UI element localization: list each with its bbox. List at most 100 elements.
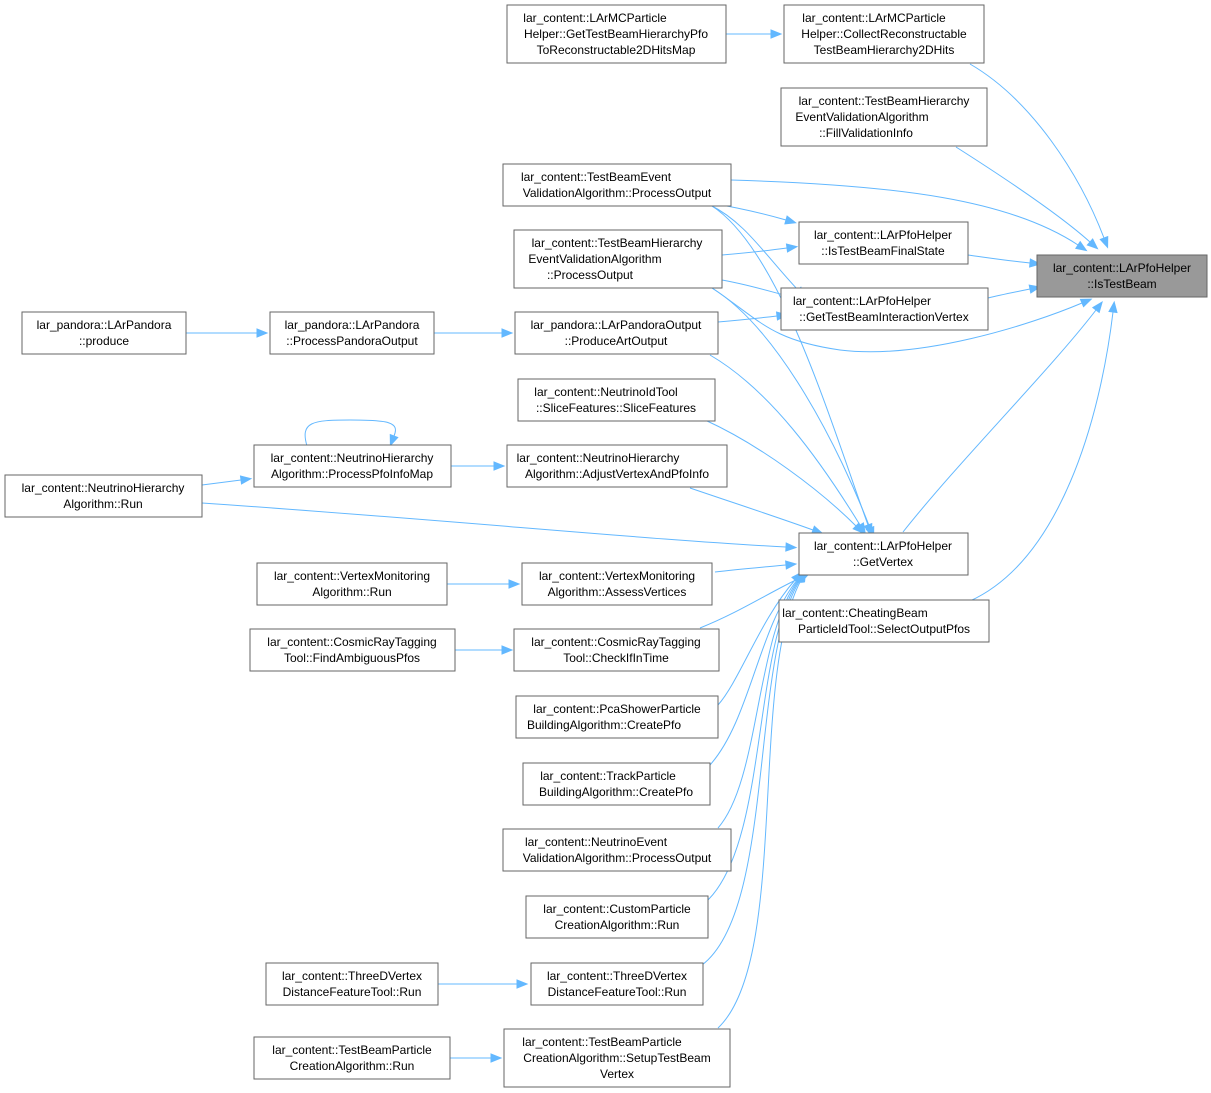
node-collect-reconstructable[interactable]: lar_content::LArMCParticle Helper::Colle…: [783, 4, 985, 64]
edge-adjust-to-getvertex: [689, 487, 824, 535]
arrowhead-icon: [1079, 298, 1093, 308]
arrowhead-icon: [852, 522, 865, 534]
node-label: Algorithm::AdjustVertexAndPfoInfo: [525, 467, 709, 481]
edge-3dvrun-left-to-3dvrun: [438, 979, 529, 989]
node-label: BuildingAlgorithm::CreatePfo: [539, 785, 693, 799]
node-nh-adjust-vertex[interactable]: lar_content::NeutrinoHierarchy Algorithm…: [506, 444, 728, 488]
node-label: Helper::GetTestBeamHierarchyPfo: [524, 27, 708, 41]
node-tb-particle-setup-vertex[interactable]: lar_content::TestBeamParticle CreationAl…: [503, 1028, 731, 1088]
arrowhead-icon: [256, 328, 269, 338]
node-label: Tool::CheckIfInTime: [563, 651, 669, 665]
edge-nhrun-to-getvertex: [201, 502, 798, 552]
node-label: ToReconstructable2DHitsMap: [537, 43, 696, 57]
edge-vmrun-to-vmassess: [447, 579, 521, 589]
node-label: lar_content::CustomParticle: [543, 902, 691, 916]
node-label: lar_content::TestBeamHierarchy: [532, 236, 703, 250]
node-pca-shower-create[interactable]: lar_content::PcaShowerParticle BuildingA…: [515, 695, 719, 739]
node-label: lar_content::VertexMonitoring: [539, 569, 695, 583]
node-vm-assess[interactable]: lar_content::VertexMonitoring Algorithm:…: [521, 562, 713, 606]
node-label: ::FillValidationInfo: [819, 126, 913, 140]
node-get-vertex[interactable]: lar_content::LArPfoHelper ::GetVertex: [798, 532, 969, 576]
node-label: ::GetVertex: [853, 555, 913, 569]
node-track-particle-create[interactable]: lar_content::TrackParticle BuildingAlgor…: [522, 762, 711, 806]
node-label: EventValidationAlgorithm: [795, 110, 928, 124]
node-label: DistanceFeatureTool::Run: [548, 985, 687, 999]
edge-getvertex-to-istestbeam: [902, 301, 1103, 533]
node-label: EventValidationAlgorithm: [528, 252, 661, 266]
node-custom-particle-run[interactable]: lar_content::CustomParticle CreationAlgo…: [525, 895, 709, 939]
node-label: Algorithm::AssessVertices: [548, 585, 687, 599]
node-three-d-vertex-run[interactable]: lar_content::ThreeDVertex DistanceFeatur…: [530, 962, 704, 1006]
node-label: Tool::FindAmbiguousPfos: [284, 651, 420, 665]
edge-nhpfoinfo-self: [304, 419, 399, 447]
node-produce-art-output[interactable]: lar_pandora::LArPandoraOutput ::ProduceA…: [514, 311, 719, 355]
node-process-pandora-output[interactable]: lar_pandora::LArPandora ::ProcessPandora…: [269, 311, 435, 355]
node-nh-process-pfo-info-map[interactable]: lar_content::NeutrinoHierarchy Algorithm…: [253, 444, 452, 488]
edge-nhrun-to-nhpfoinfo: [201, 475, 253, 486]
node-label: ParticleIdTool::SelectOutputPfos: [798, 622, 970, 636]
edge-tbh-to-istestbeam: [711, 287, 1093, 353]
node-label: lar_content::TestBeamEvent: [521, 170, 672, 184]
node-three-d-vertex-run-left[interactable]: lar_content::ThreeDVertex DistanceFeatur…: [265, 962, 439, 1006]
node-crt-find-ambiguous[interactable]: lar_content::CosmicRayTagging Tool::Find…: [249, 628, 456, 672]
node-is-tb-final-state[interactable]: lar_content::LArPfoHelper ::IsTestBeamFi…: [798, 221, 969, 265]
node-label: CreationAlgorithm::SetupTestBeam: [523, 1051, 710, 1065]
arrowhead-icon: [784, 215, 797, 225]
node-label: lar_content::NeutrinoIdTool: [534, 385, 677, 399]
node-label: lar_content::LArMCParticle: [802, 11, 946, 25]
edge-vmassess-to-getvertex: [714, 560, 798, 573]
node-tb-particle-run[interactable]: lar_content::TestBeamParticle CreationAl…: [253, 1036, 451, 1080]
edge-crtfind-to-crtcheck: [455, 645, 514, 655]
node-label: DistanceFeatureTool::Run: [283, 985, 422, 999]
edge-tbevent-to-istestbeam: [730, 179, 1088, 252]
node-produce[interactable]: lar_pandora::LArPandora ::produce: [21, 311, 187, 355]
node-label: lar_content::CosmicRayTagging: [531, 635, 700, 649]
arrowhead-icon: [1108, 300, 1118, 314]
edge-collect-to-istestbeam: [969, 63, 1109, 249]
edge-tbrun-to-tbsetup: [450, 1053, 503, 1063]
node-label: lar_content::LArPfoHelper: [1053, 261, 1191, 275]
node-label: lar_content::NeutrinoHierarchy: [271, 451, 434, 465]
node-label: Algorithm::ProcessPfoInfoMap: [271, 467, 433, 481]
node-label: ::ProcessOutput: [547, 268, 634, 282]
node-label: Helper::CollectReconstructable: [801, 27, 967, 41]
node-label: ::IsTestBeam: [1087, 277, 1156, 291]
node-label: CreationAlgorithm::Run: [290, 1059, 415, 1073]
node-vm-run[interactable]: lar_content::VertexMonitoring Algorithm:…: [256, 562, 448, 606]
node-label: Vertex: [600, 1067, 634, 1081]
node-label: BuildingAlgorithm::CreatePfo: [527, 718, 681, 732]
node-label: lar_content::CheatingBeam: [782, 606, 927, 620]
node-label: ValidationAlgorithm::ProcessOutput: [523, 186, 712, 200]
arrowhead-icon: [1091, 301, 1103, 314]
node-label: lar_content::PcaShowerParticle: [533, 702, 701, 716]
node-label: lar_content::LArPfoHelper: [814, 228, 952, 242]
edge-finalstate-to-istestbeam: [967, 254, 1042, 268]
node-tbh-fill-validation[interactable]: lar_content::TestBeamHierarchy EventVali…: [780, 87, 988, 147]
node-nh-run[interactable]: lar_content::NeutrinoHierarchy Algorithm…: [4, 474, 203, 518]
arrowhead-icon: [1099, 235, 1109, 249]
node-nu-event-process-output[interactable]: lar_content::NeutrinoEvent ValidationAlg…: [502, 828, 732, 872]
node-label: lar_content::LArPfoHelper: [814, 539, 952, 553]
arrowhead-icon: [785, 560, 798, 570]
arrowhead-icon: [1074, 240, 1088, 252]
edge-produce-to-processpandora: [186, 328, 269, 338]
node-label: lar_content::TestBeamParticle: [272, 1043, 432, 1057]
edge-produceart-to-getvertex: [709, 354, 866, 535]
node-tbh-process-output[interactable]: lar_content::TestBeamHierarchy EventVali…: [513, 229, 723, 289]
node-label: lar_pandora::LArPandora: [285, 318, 420, 332]
edge-cheating-to-istestbeam: [969, 300, 1118, 602]
node-tb-event-process-output[interactable]: lar_content::TestBeamEvent ValidationAlg…: [502, 163, 732, 207]
node-get-tb-interaction-vertex[interactable]: lar_content::LArPfoHelper ::GetTestBeamI…: [780, 287, 989, 331]
node-label: lar_content::LArMCParticle: [523, 11, 667, 25]
node-label: lar_content::NeutrinoHierarchy: [517, 451, 680, 465]
node-cheating-select-output[interactable]: lar_content::CheatingBeam ParticleIdTool…: [778, 599, 990, 643]
node-label: lar_content::ThreeDVertex: [547, 969, 687, 983]
node-is-test-beam[interactable]: lar_content::LArPfoHelper ::IsTestBeam: [1036, 254, 1208, 298]
node-crt-check-in-time[interactable]: lar_content::CosmicRayTagging Tool::Chec…: [513, 628, 720, 672]
node-get-tb-hierarchy-map[interactable]: lar_content::LArMCParticle Helper::GetTe…: [506, 4, 727, 64]
node-label: ::ProduceArtOutput: [565, 334, 668, 348]
node-label: ::SliceFeatures::SliceFeatures: [536, 401, 696, 415]
node-slice-features[interactable]: lar_content::NeutrinoIdTool ::SliceFeatu…: [517, 378, 716, 422]
node-label: lar_content::CosmicRayTagging: [267, 635, 436, 649]
